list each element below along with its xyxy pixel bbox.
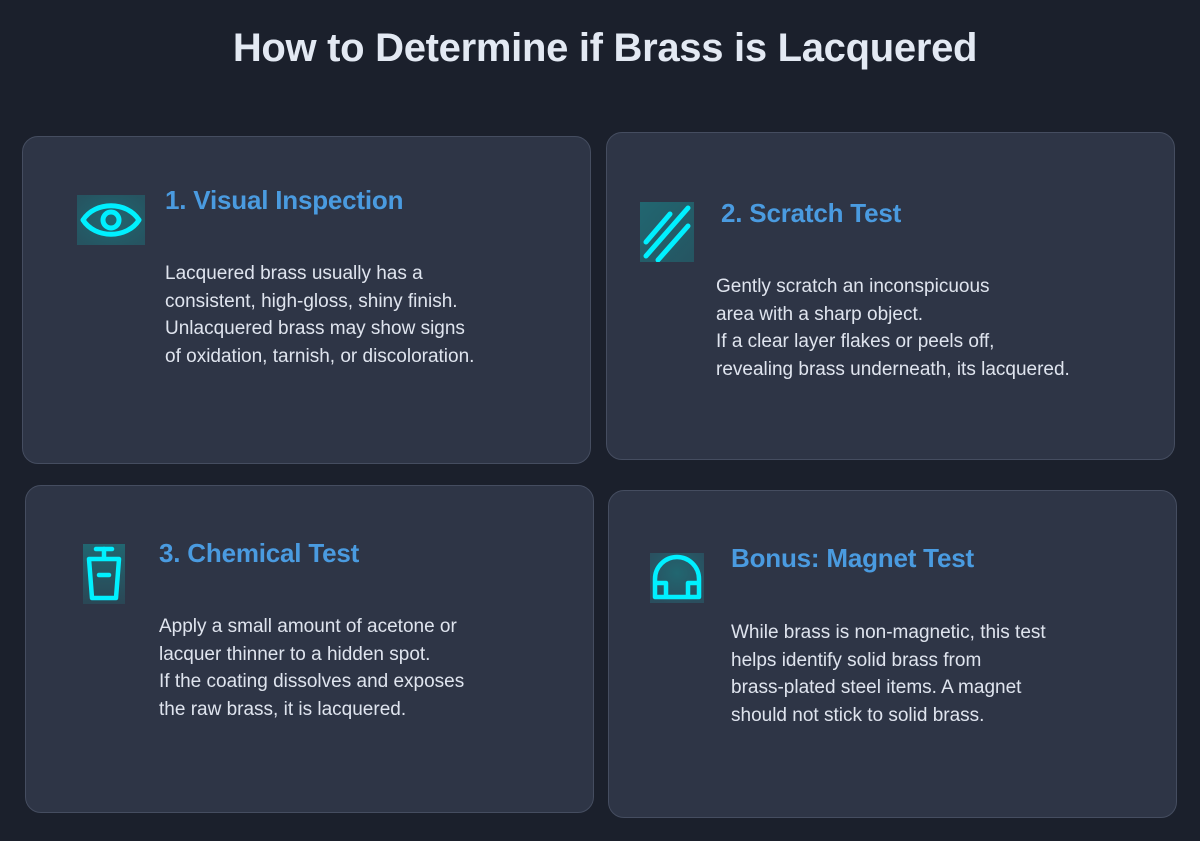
card-body: While brass is non-magnetic, this test h…: [731, 622, 1046, 726]
eye-icon: [77, 195, 145, 245]
card-chemical-test: 3. Chemical Test Apply a small amount of…: [25, 485, 594, 813]
card-title: 2. Scratch Test: [721, 198, 902, 228]
card-magnet-test: Bonus: Magnet Test While brass is non-ma…: [608, 490, 1177, 818]
page-title: How to Determine if Brass is Lacquered: [232, 26, 978, 70]
card-body: Apply a small amount of acetone or lacqu…: [159, 616, 465, 720]
card-scratch-test: 2. Scratch Test Gently scratch an incons…: [606, 132, 1175, 460]
scratch-lines-icon: [640, 202, 694, 262]
solvent-bottle-icon: [83, 544, 125, 604]
card-title: 1. Visual Inspection: [165, 185, 404, 215]
card-title: 3. Chemical Test: [159, 538, 360, 568]
card-body: Lacquered brass usually has a consistent…: [165, 263, 475, 367]
magnet-icon: [650, 553, 704, 603]
card-body: Gently scratch an inconspicuous area wit…: [716, 276, 1070, 380]
card-visual-inspection: 1. Visual Inspection Lacquered brass usu…: [22, 136, 591, 464]
card-title: Bonus: Magnet Test: [731, 543, 974, 573]
